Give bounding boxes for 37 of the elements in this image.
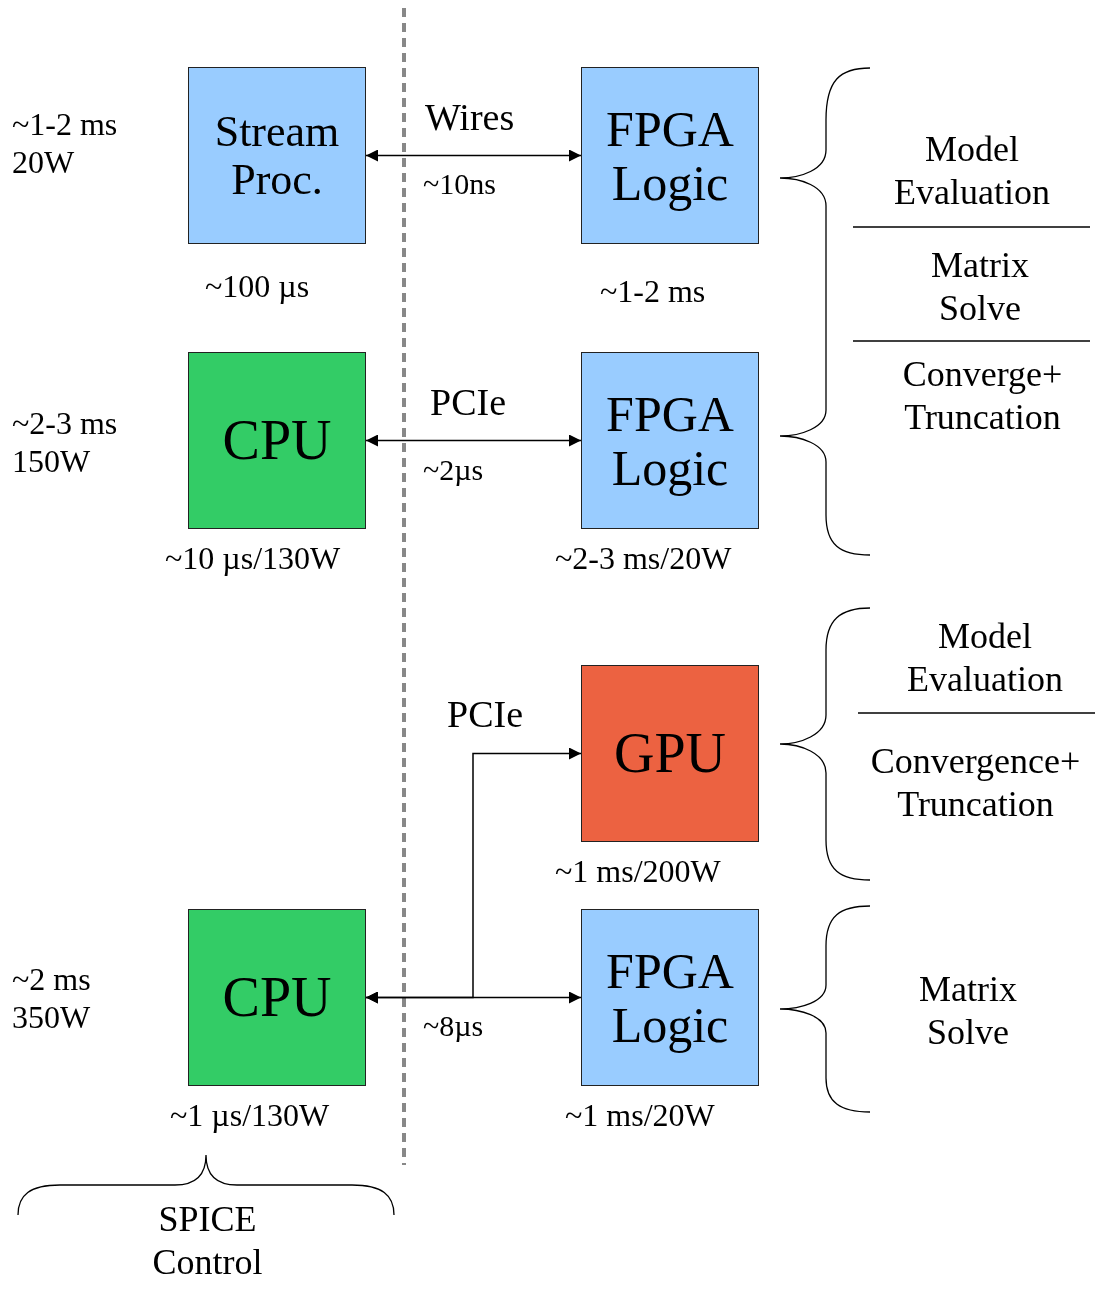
- timing-label: ~2-3 ms/20W: [555, 539, 732, 578]
- process-box: [581, 909, 759, 1086]
- timing-label: ~1-2 ms: [600, 272, 706, 311]
- process-box: [188, 67, 366, 244]
- timing-label: ~10 µs/130W: [165, 539, 341, 578]
- box-label: Stream Proc.: [213, 108, 341, 203]
- box-label: GPU: [614, 723, 726, 784]
- connector-arrow: [365, 434, 582, 447]
- process-box: [581, 665, 759, 842]
- stage-label: Matrix Solve: [930, 244, 1030, 331]
- timing-label: ~1 µs/130W: [170, 1096, 330, 1135]
- stage-label: Model Evaluation: [906, 615, 1064, 702]
- box-label: FPGA Logic: [605, 101, 735, 210]
- group-label: SPICE Control: [151, 1198, 264, 1285]
- connector-arrow: [365, 991, 582, 1004]
- box-label: FPGA Logic: [605, 386, 735, 495]
- stage-label: Convergence+ Truncation: [869, 740, 1082, 827]
- power-latency-label: ~2 ms 350W: [12, 960, 92, 1037]
- box-label: CPU: [222, 410, 332, 471]
- stage-label: Matrix Solve: [918, 968, 1018, 1055]
- process-box: [188, 352, 366, 529]
- power-latency-label: ~2-3 ms 150W: [12, 404, 119, 481]
- timing-label: ~1 ms/20W: [565, 1096, 715, 1135]
- latency-label: ~2µs: [423, 452, 485, 488]
- latency-label: ~8µs: [423, 1008, 485, 1044]
- timing-label: ~100 µs: [205, 267, 310, 306]
- stage-label: Converge+ Truncation: [901, 353, 1064, 440]
- box-label: FPGA Logic: [605, 943, 735, 1052]
- process-box: [581, 67, 759, 244]
- timing-label: ~1 ms/200W: [555, 852, 721, 891]
- process-box: [581, 352, 759, 529]
- stage-label: Model Evaluation: [893, 128, 1051, 215]
- latency-label: ~10ns: [423, 166, 497, 202]
- connector-arrow: [365, 149, 582, 162]
- box-label: CPU: [222, 967, 332, 1028]
- power-latency-label: ~1-2 ms 20W: [12, 105, 119, 182]
- process-box: [188, 909, 366, 1086]
